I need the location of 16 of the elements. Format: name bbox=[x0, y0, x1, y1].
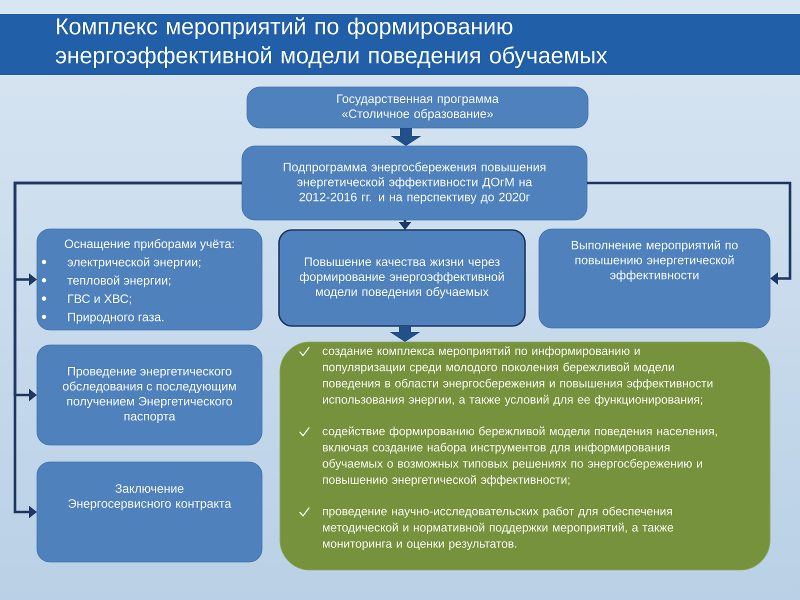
process-box: Государственная программа «Столичное образование» bbox=[246, 86, 588, 128]
process-box: Выполнение мероприятий по повышению энергетической эффективности bbox=[538, 228, 770, 328]
process-box: Проведение энергетического обследования с последующим получением Энергетического паспорта bbox=[36, 344, 262, 446]
process-box: Заключение Энергосервисного контракта bbox=[36, 462, 262, 562]
process-box: Повышение качества жизни через формирование энергоэффективной модели поведения обучаемых bbox=[278, 229, 526, 327]
list-item: ГВС и ХВС; bbox=[68, 294, 131, 304]
list-item: создание комплекса мероприятий по информированию и популяризации среди молодого поколения бережливой модели поведения в области энергосбережения и повышения эффективности использования энергии, а также условий для ее функционирования; bbox=[322, 346, 712, 406]
list-item: проведение научно-исследовательских работ для обеспечения методической и нормативной поддержки мероприятий, а также мониторинга и оценки результатов. bbox=[323, 506, 674, 550]
title-banner: Комплекс мероприятий по формированию энергоэффективной модели поведения обучаемых bbox=[0, 14, 800, 75]
list-item: Природного газа. bbox=[68, 312, 164, 324]
list-item: содействие формированию бережливой модели поведения населения, включая создание набора инструментов для информирования обучаемых о возможных типовых решениях по энергосбережению и повышению энергетической эффективности; bbox=[322, 426, 717, 486]
list-item: электрической энергии; bbox=[68, 257, 200, 269]
list-item: тепловой энергии; bbox=[67, 276, 170, 288]
box-heading: Оснащение приборами учёта: bbox=[64, 239, 234, 251]
connector-arrow bbox=[587, 182, 792, 285]
process-box: Подпрограмма энергосбережения повышения энергетической эффективности ДОгМ на 2012-2016 гг. и на перспективу до 2020г bbox=[242, 146, 588, 220]
